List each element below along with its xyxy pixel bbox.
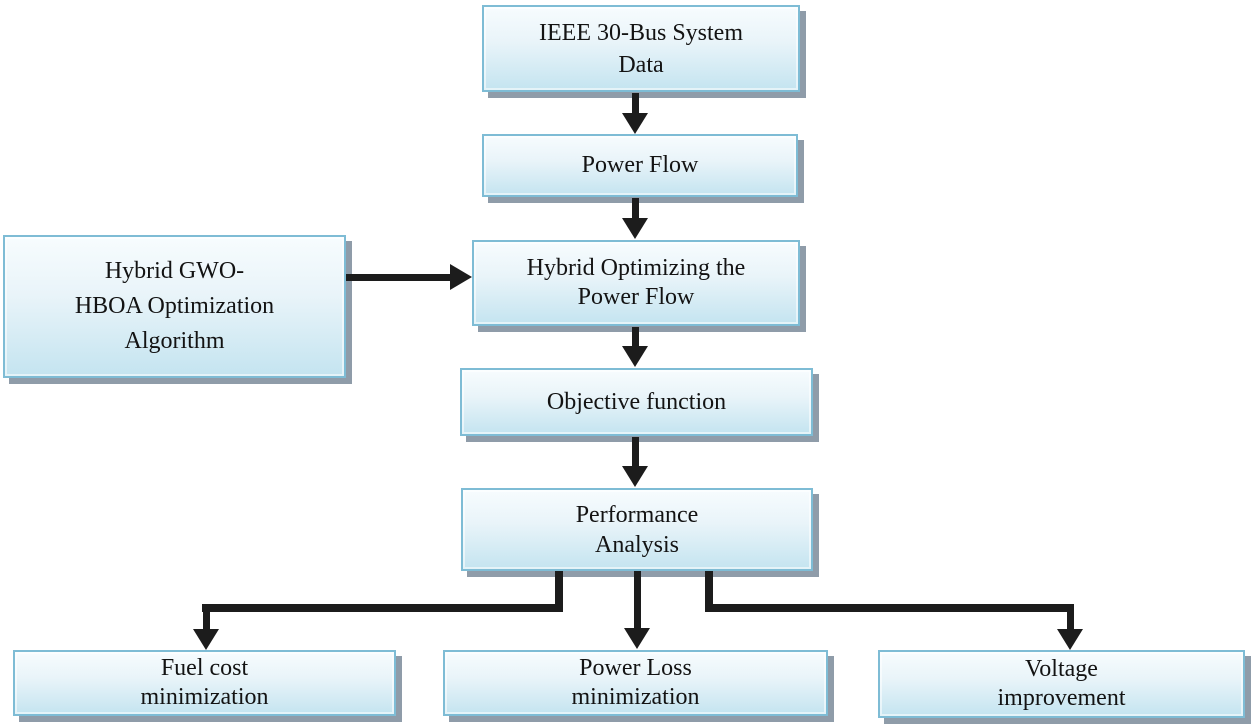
node-label: Performance — [575, 501, 699, 528]
node-label: HBOA Optimization — [74, 293, 275, 319]
arrowhead-down-icon — [624, 628, 650, 649]
arrow-hybrid-optimizing-to-objective — [622, 327, 648, 367]
arrow-performance-to-power-loss — [624, 571, 650, 649]
node-label: Voltage — [1025, 656, 1098, 682]
arrow-shaft — [631, 437, 639, 466]
node-label: IEEE 30-Bus System — [539, 19, 743, 46]
arrow-shaft — [346, 273, 450, 281]
node-power-flow: Power Flow — [482, 134, 798, 197]
arrow-shaft — [633, 571, 641, 628]
arrow-shaft — [631, 198, 639, 218]
arrowhead-down-icon — [622, 466, 648, 487]
node-label: Data — [618, 51, 664, 78]
node-objective-function: Objective function — [460, 368, 813, 436]
node-label: minimization — [571, 684, 700, 710]
connector-performance-to-fuel-bar — [202, 604, 563, 612]
node-label: Objective function — [546, 388, 727, 415]
node-label: Power Flow — [577, 284, 695, 310]
arrowhead-down-icon — [193, 629, 219, 650]
node-fuel-cost-minimization: Fuel cost minimization — [13, 650, 396, 716]
node-voltage-improvement: Voltage improvement — [878, 650, 1245, 718]
node-label: Power Loss — [579, 655, 692, 681]
node-ieee-30-bus-data: IEEE 30-Bus System Data — [482, 5, 800, 92]
node-label: Analysis — [595, 531, 679, 558]
arrow-performance-to-voltage — [1057, 612, 1083, 650]
arrow-shaft — [631, 327, 639, 346]
node-label: improvement — [997, 685, 1126, 711]
node-label: Power Flow — [581, 152, 699, 178]
arrow-power-flow-to-hybrid-optimizing — [622, 198, 648, 239]
node-power-loss-minimization: Power Loss minimization — [443, 650, 828, 716]
node-label: Algorithm — [124, 328, 225, 354]
arrow-ieee-to-power-flow — [622, 93, 648, 134]
arrowhead-right-icon — [450, 264, 472, 290]
node-label: Fuel cost — [160, 655, 249, 681]
arrow-performance-to-fuel-cost — [193, 612, 219, 650]
connector-performance-to-voltage-bar — [705, 604, 1074, 612]
connector-performance-to-fuel-stem — [555, 571, 563, 612]
arrow-shaft — [202, 612, 210, 629]
arrowhead-down-icon — [622, 113, 648, 134]
arrow-shaft — [1066, 612, 1074, 629]
node-label: Hybrid GWO- — [104, 258, 245, 284]
node-hybrid-optimizing-power-flow: Hybrid Optimizing the Power Flow — [472, 240, 800, 326]
arrowhead-down-icon — [622, 346, 648, 367]
arrow-shaft — [631, 93, 639, 113]
arrowhead-down-icon — [622, 218, 648, 239]
connector-performance-to-voltage-stem — [705, 571, 713, 612]
arrowhead-down-icon — [1057, 629, 1083, 650]
arrow-objective-to-performance — [622, 437, 648, 487]
node-label: minimization — [140, 684, 269, 710]
arrow-gwo-to-hybrid-optimizing — [346, 264, 472, 290]
node-gwo-hboa-algorithm: Hybrid GWO- HBOA Optimization Algorithm — [3, 235, 346, 378]
node-performance-analysis: Performance Analysis — [461, 488, 813, 571]
node-label: Hybrid Optimizing the — [526, 255, 746, 281]
